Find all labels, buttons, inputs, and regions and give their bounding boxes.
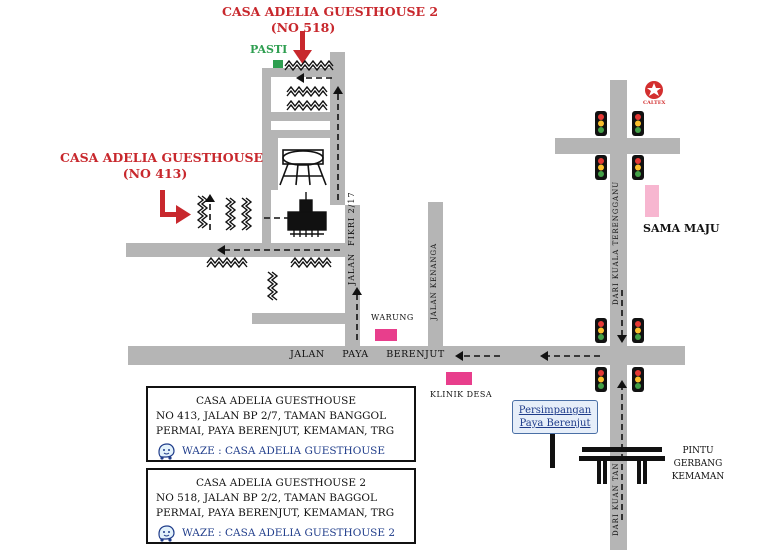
address1-line2: PERMAI, PAYA BERENJUT, KEMAMAN, TRG <box>156 425 395 437</box>
road-jalan-paya-berenjut <box>128 346 685 365</box>
jalan-fikri-label: JALAN FIKRI 2/17 <box>347 191 356 285</box>
traffic-light-icon <box>632 111 644 136</box>
traffic-light-icon <box>632 318 644 343</box>
klinik-desa-marker <box>446 372 472 385</box>
guesthouse2-number: (NO 518) <box>270 20 336 35</box>
warung-label: WARUNG <box>371 313 414 322</box>
guesthouse1-title: CASA ADELIA GUESTHOUSE (NO 413) <box>60 150 264 182</box>
address-box-guesthouse: CASA ADELIA GUESTHOUSE NO 413, JALAN BP … <box>146 386 416 462</box>
road-lower-short <box>252 313 346 324</box>
traffic-light-icon <box>632 155 644 180</box>
waze-icon <box>158 443 175 460</box>
address2-line1: NO 518, JALAN BP 2/2, TAMAN BAGGOL <box>156 492 377 504</box>
road-jalan-kenanga <box>428 202 443 346</box>
water-tower-icon <box>279 149 327 186</box>
guesthouse1-number: (NO 413) <box>122 166 188 181</box>
route-arrows <box>209 77 623 520</box>
pintu-gerbang-label: PINTU GERBANG KEMAMAN <box>671 446 725 482</box>
address2-title: CASA ADELIA GUESTHOUSE 2 <box>196 477 367 489</box>
building-icon <box>287 192 327 237</box>
traffic-light-icon <box>595 155 607 180</box>
road-upper-cross <box>555 138 680 154</box>
house-rows <box>196 59 334 301</box>
address2-waze-text: WAZE : CASA ADELIA GUESTHOUSE 2 <box>182 527 396 539</box>
traffic-light-icon <box>595 318 607 343</box>
sign-line2: Paya Berenjut <box>519 418 591 429</box>
sama-maju-marker <box>645 185 659 217</box>
pasti-label: PASTI <box>250 43 288 56</box>
sign-post <box>550 432 555 468</box>
sign-line1: Persimpangan <box>518 405 592 416</box>
road-block-left <box>262 68 271 246</box>
traffic-light-icon <box>595 367 607 392</box>
road-jalan-fikri <box>345 205 360 346</box>
address2-waze[interactable]: WAZE : CASA ADELIA GUESTHOUSE 2 <box>156 524 406 542</box>
warung-marker <box>375 329 397 341</box>
address2-line2: PERMAI, PAYA BERENJUT, KEMAMAN, TRG <box>156 507 395 519</box>
traffic-light-icon <box>595 111 607 136</box>
dari-kuala-terengganu-label: DARI KUALA TERENGGANU <box>612 180 620 305</box>
address1-line1: NO 413, JALAN BP 2/7, TAMAN BANGGOL <box>156 410 387 422</box>
arrow-heads <box>205 73 627 388</box>
address-box-guesthouse-2: CASA ADELIA GUESTHOUSE 2 NO 518, JALAN B… <box>146 468 416 544</box>
guesthouse1-name: CASA ADELIA GUESTHOUSE <box>60 150 264 165</box>
guesthouse2-name: CASA ADELIA GUESTHOUSE 2 <box>222 4 439 19</box>
jalan-kenanga-label: JALAN KENANGA <box>430 242 438 320</box>
address1-title: CASA ADELIA GUESTHOUSE <box>196 395 357 407</box>
klinik-desa-label: KLINIK DESA <box>430 390 493 399</box>
traffic-light-icon <box>632 367 644 392</box>
guesthouse2-title: CASA ADELIA GUESTHOUSE 2 (NO 518) <box>222 4 439 36</box>
dari-kuan-tan-label: DARI KUAN TAN <box>612 462 620 536</box>
waze-icon <box>158 525 175 542</box>
caltex-logo-icon <box>645 81 663 99</box>
road-highway <box>610 80 627 550</box>
pasti-marker <box>273 60 283 68</box>
persimpangan-sign: Persimpangan Paya Berenjut <box>512 400 598 434</box>
road-block-top <box>262 68 332 77</box>
traffic-lights <box>595 111 644 392</box>
road-block-mid <box>262 112 332 121</box>
address1-waze[interactable]: WAZE : CASA ADELIA GUESTHOUSE <box>156 442 406 460</box>
jalan-paya-berenjut-label: JALAN PAYA BERENJUT <box>290 349 445 360</box>
address1-waze-text: WAZE : CASA ADELIA GUESTHOUSE <box>182 445 386 457</box>
sama-maju-label: SAMA MAJU <box>643 222 720 235</box>
caltex-label: CALTEX <box>643 100 666 106</box>
gate-icon <box>579 447 665 484</box>
red-pointer-arrows <box>160 31 312 224</box>
